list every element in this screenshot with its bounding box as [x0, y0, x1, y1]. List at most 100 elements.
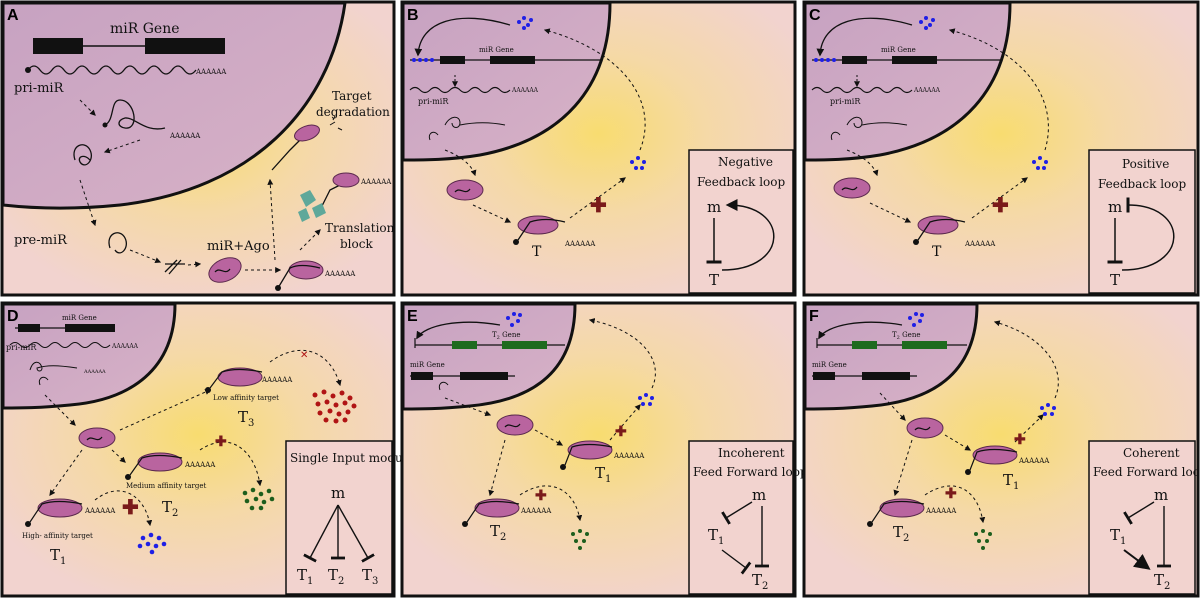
svg-text:✚: ✚: [615, 424, 627, 440]
svg-text:AAAAAA: AAAAAA: [261, 376, 293, 384]
svg-text:AAAAAA: AAAAAA: [613, 452, 645, 460]
blue-dots: [919, 16, 935, 30]
svg-text:✕: ✕: [300, 350, 308, 361]
target-label: T: [932, 244, 942, 260]
pri-mir-label: pri-miR: [6, 343, 37, 352]
svg-text:AAAAAA: AAAAAA: [184, 461, 216, 469]
svg-text:✚: ✚: [945, 486, 957, 502]
blue-dots: [517, 16, 533, 30]
target-label: T: [532, 244, 542, 260]
svg-text:AAAAAA: AAAAAA: [1018, 457, 1050, 465]
network-motif-box: [688, 149, 794, 294]
pre-mir-label: pre-miR: [14, 233, 68, 248]
green-dots: [242, 487, 275, 511]
svg-text:✚: ✚: [535, 488, 547, 504]
svg-text:AAAAAA: AAAAAA: [564, 240, 596, 248]
nucleus: [1, 302, 177, 410]
medium-affinity-label: Medium affinity target: [126, 482, 206, 490]
pri-mir-label: pri-miR: [418, 97, 449, 106]
t2-gene-label: T2 Gene: [492, 331, 520, 341]
nucleus: [1, 1, 347, 210]
svg-text:✚: ✚: [215, 434, 227, 450]
network-motif-box: [1088, 149, 1196, 294]
panel-letter: C: [809, 7, 821, 24]
gene-label: miR Gene: [479, 46, 514, 54]
panel-letter: A: [7, 7, 19, 24]
panel-c: C miR Gene AAAAAA pri-miR AAAAAA T ✚ Pos…: [802, 0, 1200, 297]
blue-dots: [412, 58, 434, 62]
svg-text:AAAAAA: AAAAAA: [913, 87, 941, 94]
pri-mir-label: pri-miR: [14, 81, 65, 96]
ago-label: miR+Ago: [207, 239, 270, 254]
blue-dots: [1032, 156, 1048, 170]
network-motif-box: [285, 440, 393, 595]
panel-a: A miR Gene AAAAAA pri-miR AAAAAA pre-miR…: [0, 0, 396, 297]
motif-t: T: [709, 271, 719, 289]
gene-label: miR Gene: [881, 46, 916, 54]
svg-text:AAAAAA: AAAAAA: [511, 87, 539, 94]
nucleus: [803, 1, 1012, 162]
blue-dots: [814, 58, 836, 62]
motif-m: m: [707, 198, 721, 216]
svg-text:AAAAAA: AAAAAA: [324, 270, 356, 278]
green-dots: [974, 529, 992, 550]
pri-mir-transcript: [27, 65, 197, 75]
pri-mir-label: pri-miR: [830, 97, 861, 106]
network-motif-box: [1088, 440, 1196, 595]
inhibit-cross: ✚: [992, 193, 1009, 217]
mir-gene-label: miR Gene: [812, 361, 847, 369]
high-affinity-label: High- affinity target: [22, 532, 93, 540]
low-affinity-label: Low affinity target: [213, 394, 279, 402]
svg-text:AAAAAA: AAAAAA: [111, 343, 139, 350]
motif-m: m: [331, 484, 345, 502]
motif-m: m: [1154, 486, 1168, 504]
blue-dots: [638, 393, 654, 406]
panel-f: F T2 Gene miR Gene AAAAAA T1 ✚ AAAAAA T2…: [802, 301, 1200, 598]
gene-label: miR Gene: [110, 21, 180, 37]
inhibit-cross: ✚: [590, 193, 607, 217]
panel-d: D miR Gene AAAAAA pri-miR AAAAAA AAAAAA …: [0, 301, 414, 598]
red-dots: [312, 389, 357, 424]
blue-dots: [506, 312, 522, 327]
gene-label: miR Gene: [62, 314, 97, 322]
panel-letter: B: [407, 7, 419, 24]
blue-dots: [137, 532, 167, 555]
svg-text:✚: ✚: [1014, 432, 1026, 448]
t2-gene-label: T2 Gene: [892, 331, 920, 341]
box-title: Single Input module: [290, 451, 414, 465]
blue-dots: [1040, 403, 1056, 416]
svg-text:AAAAAA: AAAAAA: [83, 369, 106, 375]
svg-text:AAAAAA: AAAAAA: [964, 240, 996, 248]
green-dots: [571, 529, 589, 550]
blue-dots: [908, 312, 924, 327]
blue-dots: [630, 156, 646, 170]
motif-m: m: [752, 486, 766, 504]
mir-gene-label: miR Gene: [410, 361, 445, 369]
nucleus: [401, 1, 612, 162]
svg-text:AAAAAA: AAAAAA: [925, 507, 957, 515]
panel-e: E T2 Gene miR Gene AAAAAA T1 ✚ AAAAAA T2…: [400, 301, 808, 598]
network-motif-box: [688, 440, 794, 595]
svg-text:✚: ✚: [122, 495, 139, 519]
motif-m: m: [1108, 198, 1122, 216]
panel-letter: E: [407, 308, 418, 325]
motif-t: T: [1110, 271, 1120, 289]
nucleus: [803, 302, 979, 411]
svg-text:AAAAAA: AAAAAA: [169, 132, 201, 140]
polyA-tail: AAAAAA: [195, 68, 227, 76]
svg-text:AAAAAA: AAAAAA: [84, 507, 116, 515]
panel-letter: D: [7, 308, 19, 325]
panel-letter: F: [809, 308, 819, 325]
panel-b: B miR Gene AAAAAA pri-miR AAAAAA T ✚ Neg…: [400, 0, 797, 297]
cap-dot: [25, 67, 31, 73]
svg-text:AAAAAA: AAAAAA: [520, 507, 552, 515]
svg-text:AAAAAA: AAAAAA: [360, 178, 392, 186]
mir-gene: [33, 38, 225, 54]
